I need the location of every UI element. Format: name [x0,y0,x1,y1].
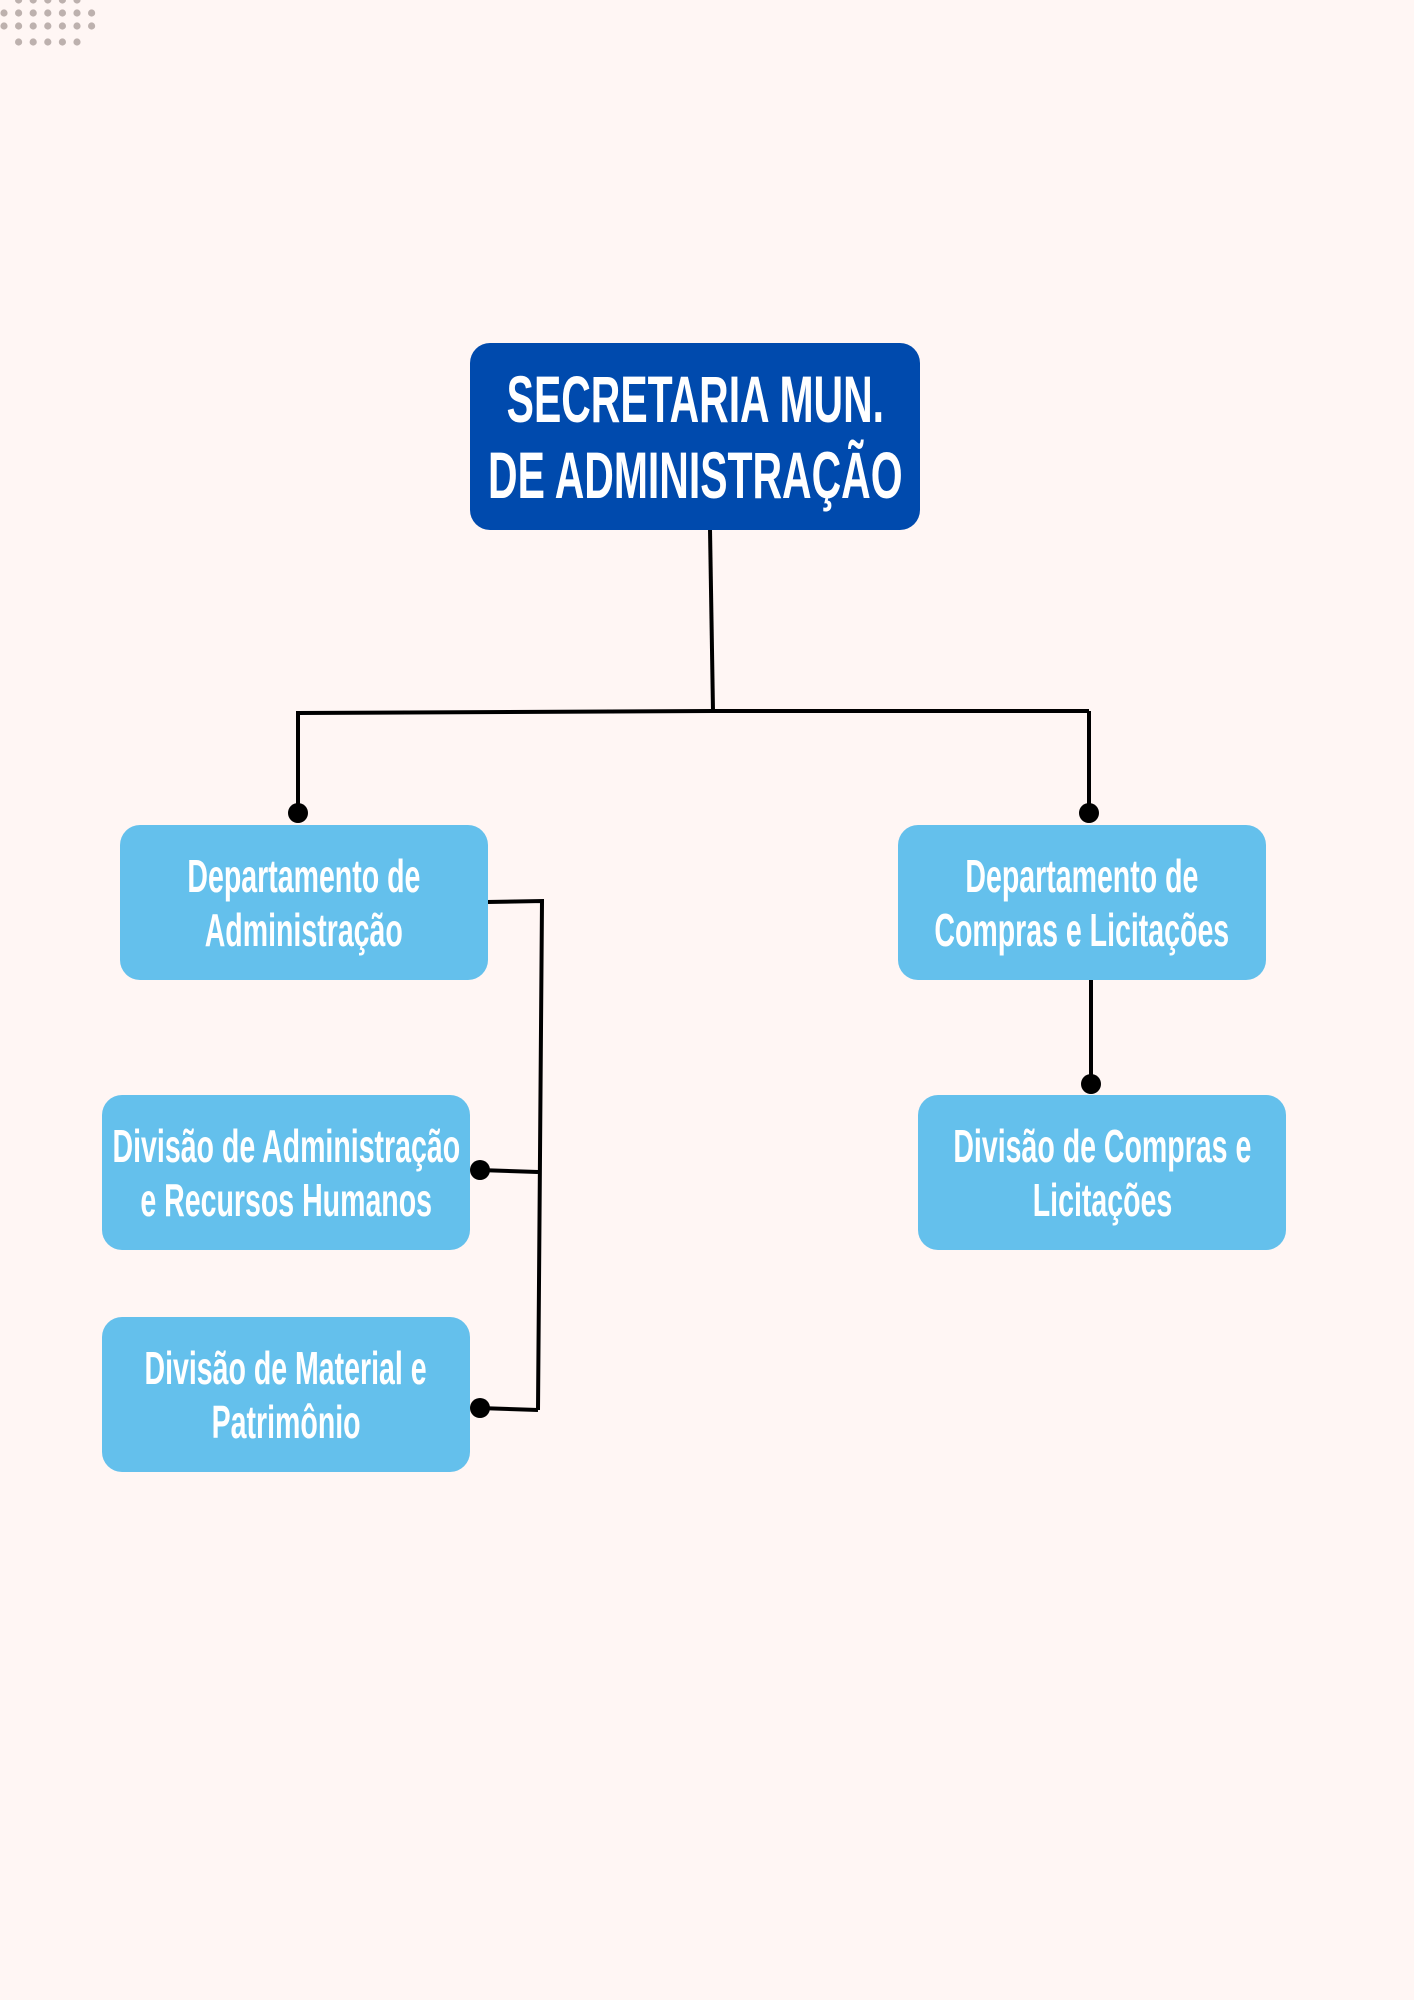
decorative-dot [44,22,52,30]
node-label-line: DE ADMINISTRAÇÃO [487,437,903,512]
decorative-dot [73,0,81,4]
decorative-dot [0,22,8,30]
decorative-dot [73,9,81,17]
decorative-dot [58,38,66,46]
decorative-dot [73,22,81,30]
connector-dot [470,1160,490,1180]
decorative-dot [58,9,66,17]
connector-root-trunk [708,528,715,712]
decorative-dot [88,22,96,30]
connector-dot [470,1398,490,1418]
node-departamento-administracao: Departamento de Administração [120,825,488,980]
decorative-dot [44,38,52,46]
decorative-dot [29,38,37,46]
decorative-dot [29,9,37,17]
decorative-dot [15,38,23,46]
decorative-dot [29,0,37,4]
decorative-dot [29,22,37,30]
node-label-line: Licitações [1032,1173,1172,1226]
node-label-line: Divisão de Material e [144,1341,428,1394]
decorative-dot [73,38,81,46]
connector-dot [288,803,308,823]
node-divisao-compras: Divisão de Compras e Licitações [918,1095,1286,1250]
node-label-line: SECRETARIA MUN. [506,361,884,436]
decorative-dot [58,0,66,4]
node-label-line: e Recursos Humanos [140,1173,432,1226]
node-label-line: Departamento de [187,849,421,902]
node-divisao-material: Divisão de Material e Patrimônio [102,1317,470,1472]
node-label-line: Divisão de Administração [112,1119,460,1172]
decorative-dot [44,9,52,17]
decorative-dot [88,9,96,17]
connector-horizontal [297,709,1089,715]
decorative-dot [15,0,23,4]
decorative-dot [15,9,23,17]
decorative-dot [0,9,8,17]
decorative-dot [44,0,52,4]
node-label-line: Compras e Licitações [934,903,1230,956]
connector-left-bracket [486,898,545,1411]
node-label-line: Divisão de Compras e [953,1119,1251,1172]
node-label-line: Departamento de [965,849,1199,902]
connector-dot [1079,803,1099,823]
node-label-line: Patrimônio [211,1395,361,1448]
node-departamento-compras: Departamento de Compras e Licitações [898,825,1266,980]
decorative-dot-pattern [0,0,96,46]
connector-dot [1081,1074,1101,1094]
decorative-dot [15,22,23,30]
decorative-dot [58,22,66,30]
node-divisao-administracao-rh: Divisão de Administração e Recursos Huma… [102,1095,470,1250]
node-label-line: Administração [204,903,404,956]
node-secretaria: SECRETARIA MUN. DE ADMINISTRAÇÃO [470,343,920,530]
